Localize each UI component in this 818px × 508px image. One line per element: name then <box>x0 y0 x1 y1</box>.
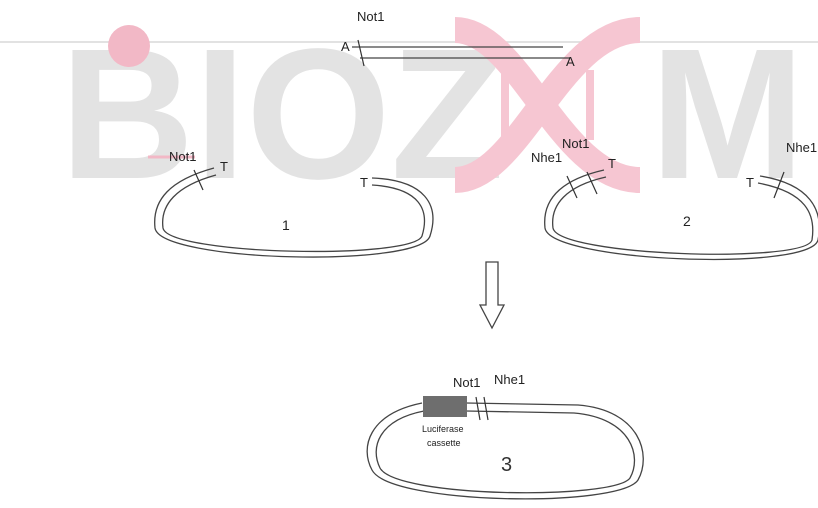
insert-fragment: Not1 A A <box>341 9 575 69</box>
vector-1-t-right: T <box>360 175 368 190</box>
insert-a-right: A <box>566 54 575 69</box>
watermark: BIOZ M <box>0 11 818 218</box>
vector-1-outer-strand <box>154 167 434 258</box>
vector-2-number: 2 <box>683 213 691 229</box>
vector-1-t-left: T <box>220 159 228 174</box>
vector-3-nhe1-cut <box>483 396 489 421</box>
vector-1-number: 1 <box>282 217 290 233</box>
watermark-helix <box>453 17 642 193</box>
vector-2-nhe1-cut-right <box>773 171 785 199</box>
down-arrow-icon <box>478 261 506 330</box>
vector-3-outer-strand <box>366 402 644 500</box>
vector-2-outer-strand <box>544 169 818 261</box>
vector-2-t-left: T <box>608 156 616 171</box>
vector-2-not1-label: Not1 <box>562 136 589 151</box>
insert-not1-label: Not1 <box>357 9 384 24</box>
vector-2-inner-strand <box>552 176 814 255</box>
vector-1-not1-cut <box>193 169 204 191</box>
cassette-label-line2: cassette <box>427 438 461 448</box>
vector-1-not1-label: Not1 <box>169 149 196 164</box>
vector-2: Not1 Nhe1 Nhe1 T T 2 <box>531 136 818 261</box>
vector-3-nhe1-label: Nhe1 <box>494 372 525 387</box>
vector-3-inner-strand <box>375 410 636 494</box>
vector-3-not1-label: Not1 <box>453 375 480 390</box>
cassette-label-line1: Luciferase <box>422 424 464 434</box>
vector-3-number: 3 <box>501 454 512 476</box>
vector-1-inner-strand <box>162 174 426 253</box>
insert-not1-cut <box>357 39 365 67</box>
vector-3-not1-cut <box>475 396 481 421</box>
vector-2-nhe1-cut <box>566 175 578 199</box>
vector-2-not1-cut <box>586 171 598 195</box>
vector-2-nhe1-label: Nhe1 <box>531 150 562 165</box>
watermark-dot <box>108 25 150 67</box>
vector-2-nhe1-label-right: Nhe1 <box>786 140 817 155</box>
vector-1: Not1 T T 1 <box>148 149 434 258</box>
insert-a-left: A <box>341 39 350 54</box>
product-vector-3: Not1 Nhe1 Luciferase cassette 3 <box>366 372 644 500</box>
luciferase-cassette-box <box>423 396 467 417</box>
watermark-text-2: M <box>650 11 805 218</box>
vector-2-t-right: T <box>746 175 754 190</box>
